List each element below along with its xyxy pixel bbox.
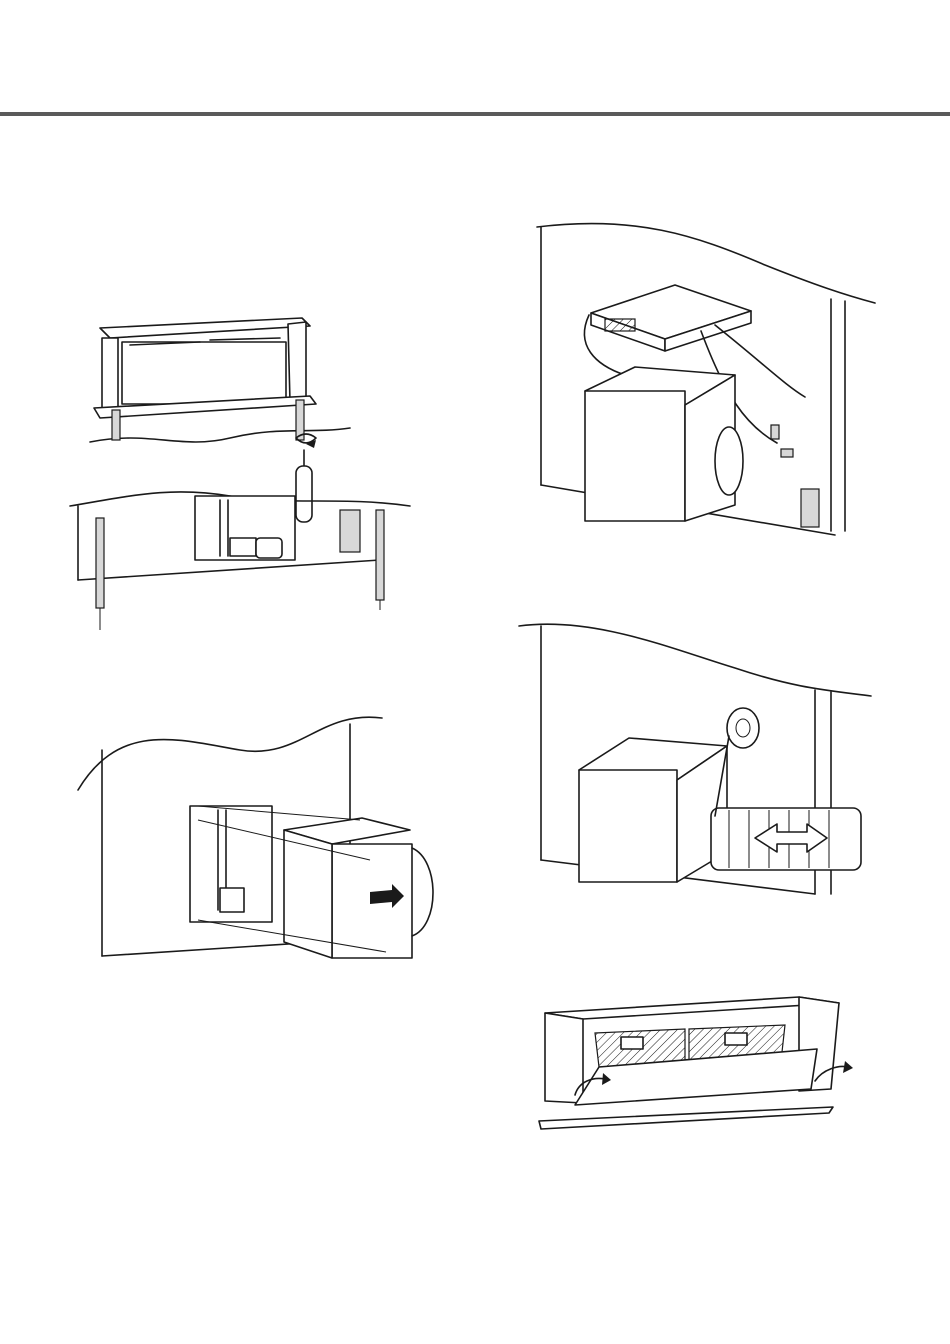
hood-unit — [94, 318, 316, 418]
fig-motor-wiring — [515, 215, 885, 550]
fig-hood-screw-legs — [60, 310, 420, 640]
fig-duct-tape — [515, 620, 885, 900]
duct — [711, 808, 861, 870]
cabinet-body — [70, 492, 410, 630]
motor-box — [579, 738, 727, 882]
fig-filter-panel-open — [535, 985, 865, 1130]
motor-box — [585, 367, 743, 521]
fig-motor-box-insert — [70, 710, 440, 980]
motor-box — [284, 818, 433, 958]
screwdriver-icon — [296, 434, 316, 522]
header-rule — [0, 112, 950, 116]
control-box — [591, 285, 751, 351]
